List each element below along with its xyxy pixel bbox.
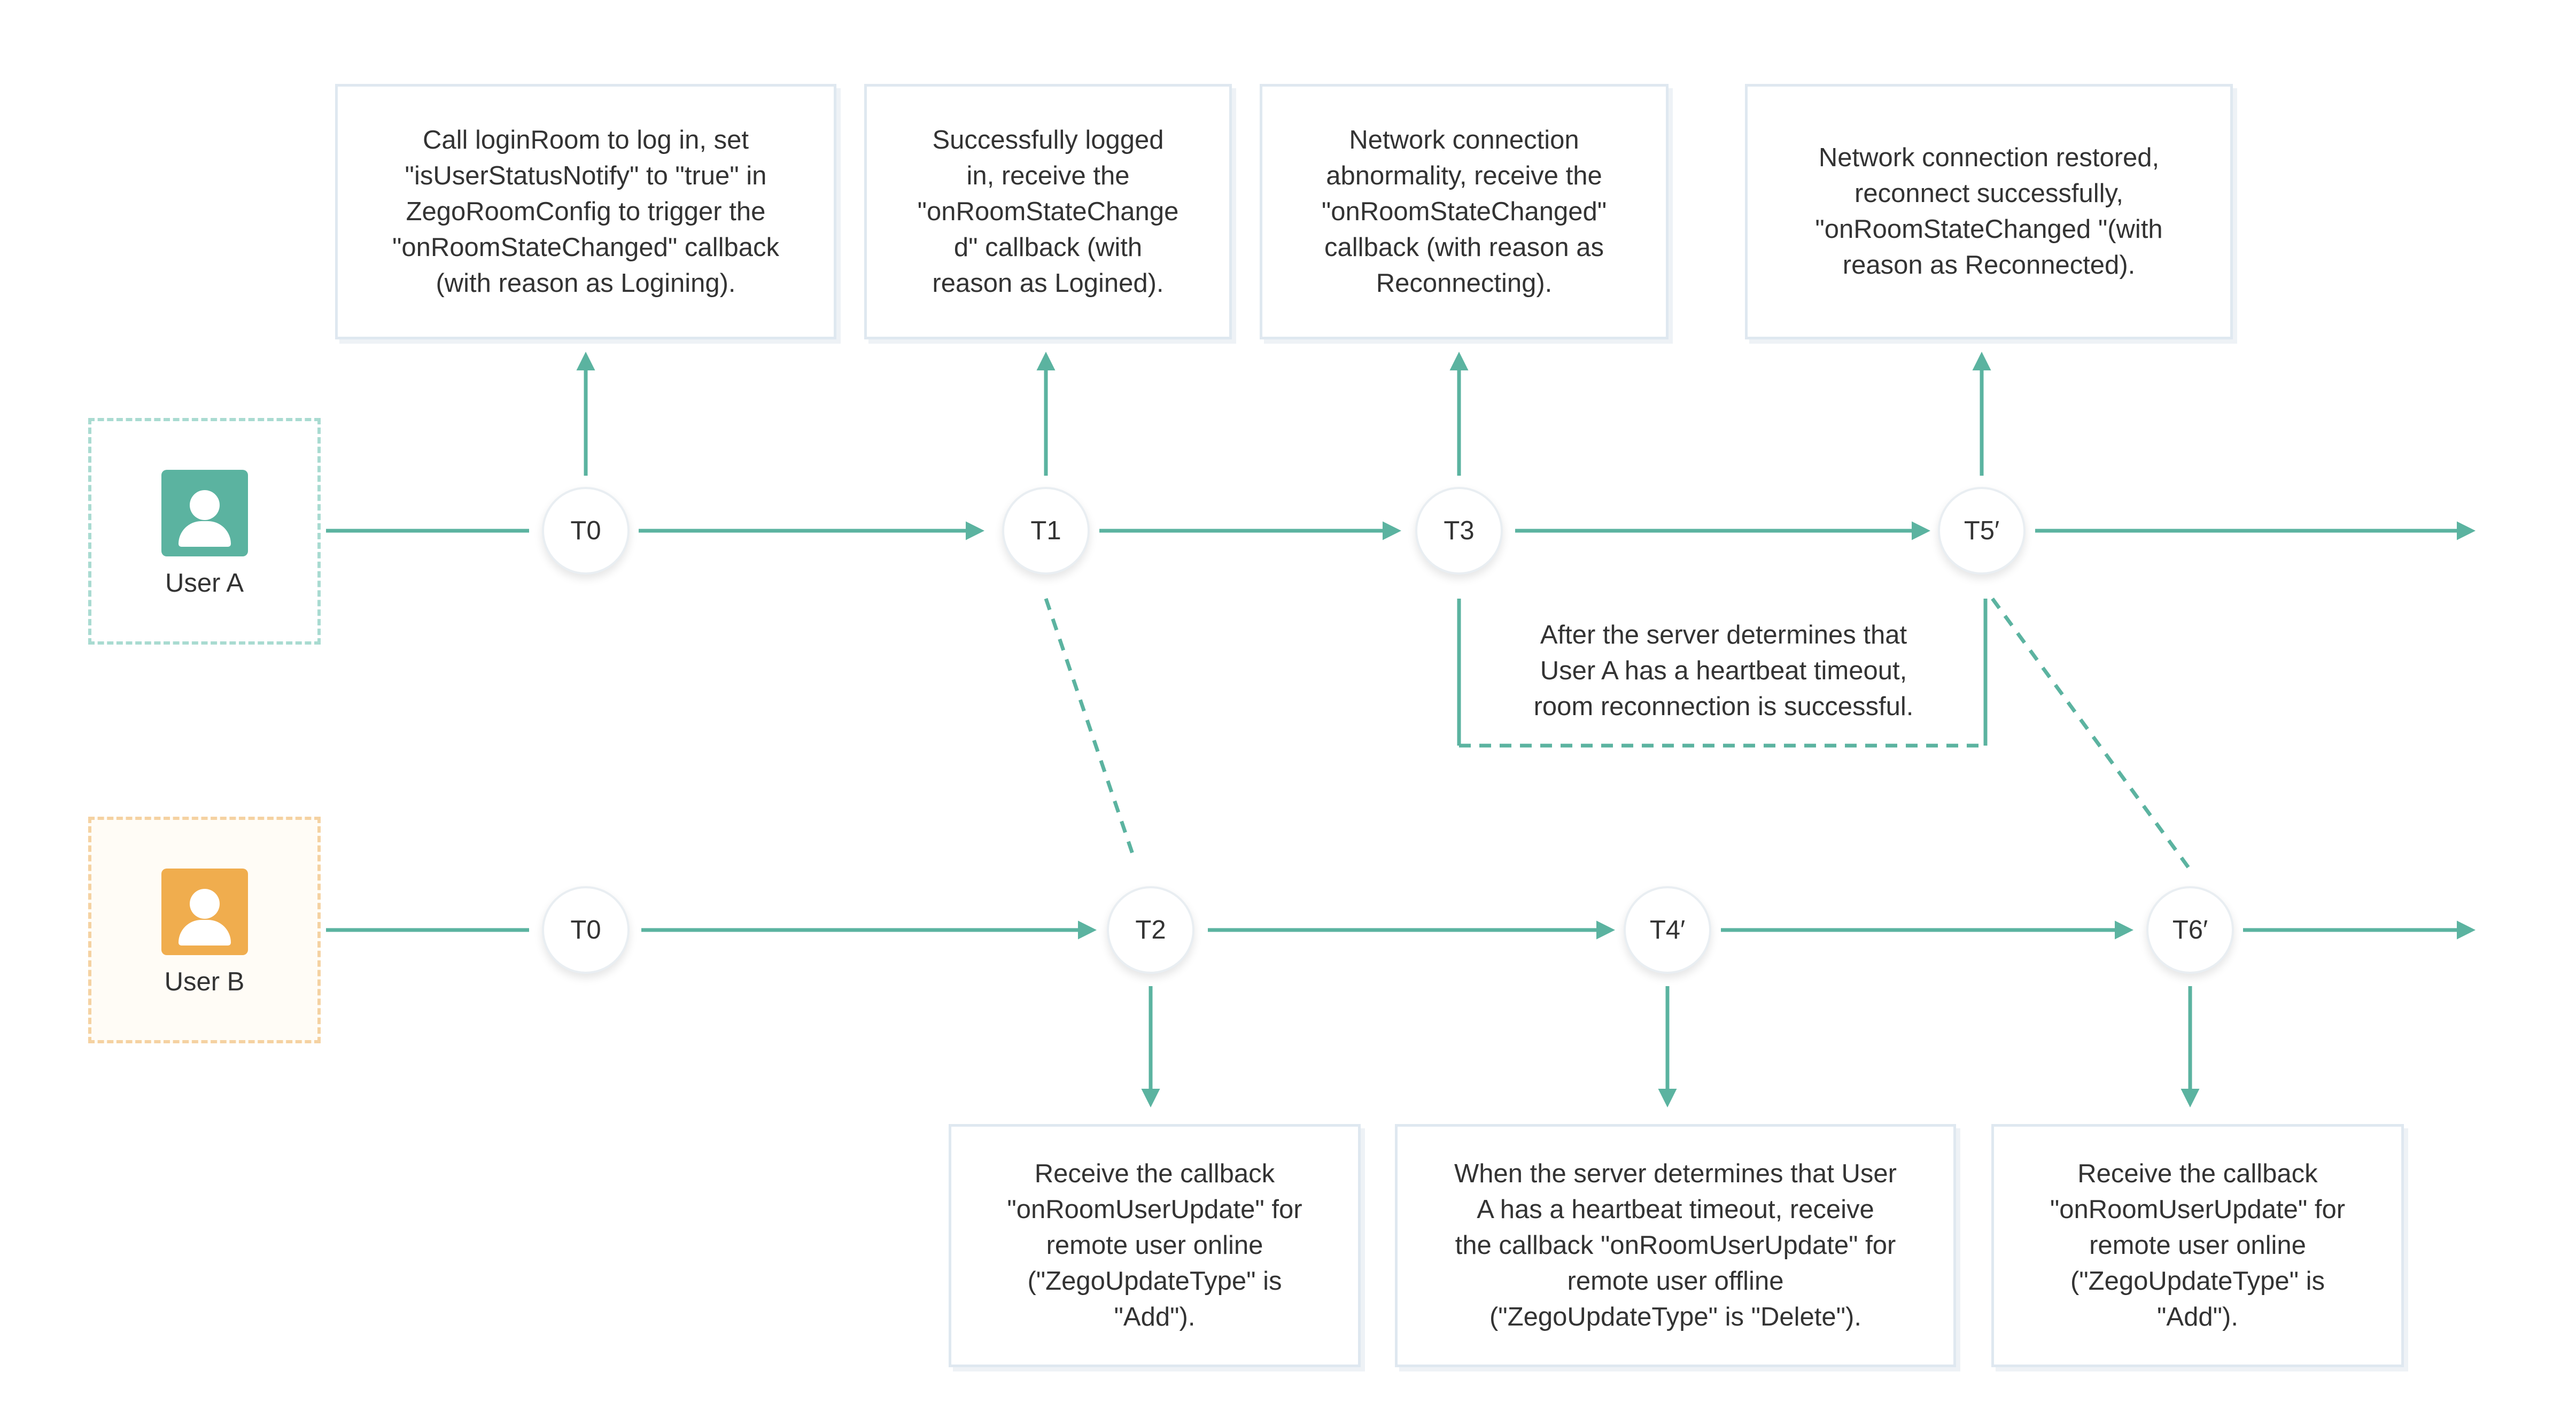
node-b-t0: T0: [542, 886, 630, 974]
user-a-card: User A: [88, 418, 321, 645]
user-icon: [161, 470, 248, 556]
user-a-label: User A: [165, 569, 244, 598]
node-a-t1: T1: [1002, 487, 1090, 575]
reconnected-box: Network connection restored, reconnect s…: [1745, 84, 2233, 339]
user-b-card: User B: [88, 817, 321, 1043]
node-b-t4: T4′: [1624, 886, 1711, 974]
b-offline-box: When the server determines that User A h…: [1395, 1124, 1956, 1367]
node-b-t6: T6′: [2146, 886, 2234, 974]
node-a-t5: T5′: [1938, 487, 2026, 575]
reconnecting-box: Network connection abnormality, receive …: [1260, 84, 1669, 339]
login-box: Call loginRoom to log in, set "isUserSta…: [335, 84, 836, 339]
b-online-box: Receive the callback "onRoomUserUpdate" …: [949, 1124, 1361, 1367]
dashed-link: [1044, 598, 1135, 856]
user-b-label: User B: [164, 967, 245, 996]
b-online-again-box: Receive the callback "onRoomUserUpdate" …: [1991, 1124, 2404, 1367]
user-icon: [161, 869, 248, 955]
node-a-t0: T0: [542, 487, 630, 575]
node-b-t2: T2: [1107, 886, 1194, 974]
server-note: After the server determines that User A …: [1533, 621, 1914, 721]
logined-box: Successfully logged in, receive the "onR…: [864, 84, 1232, 339]
node-a-t3: T3: [1415, 487, 1503, 575]
dashed-link: [1991, 597, 2193, 873]
